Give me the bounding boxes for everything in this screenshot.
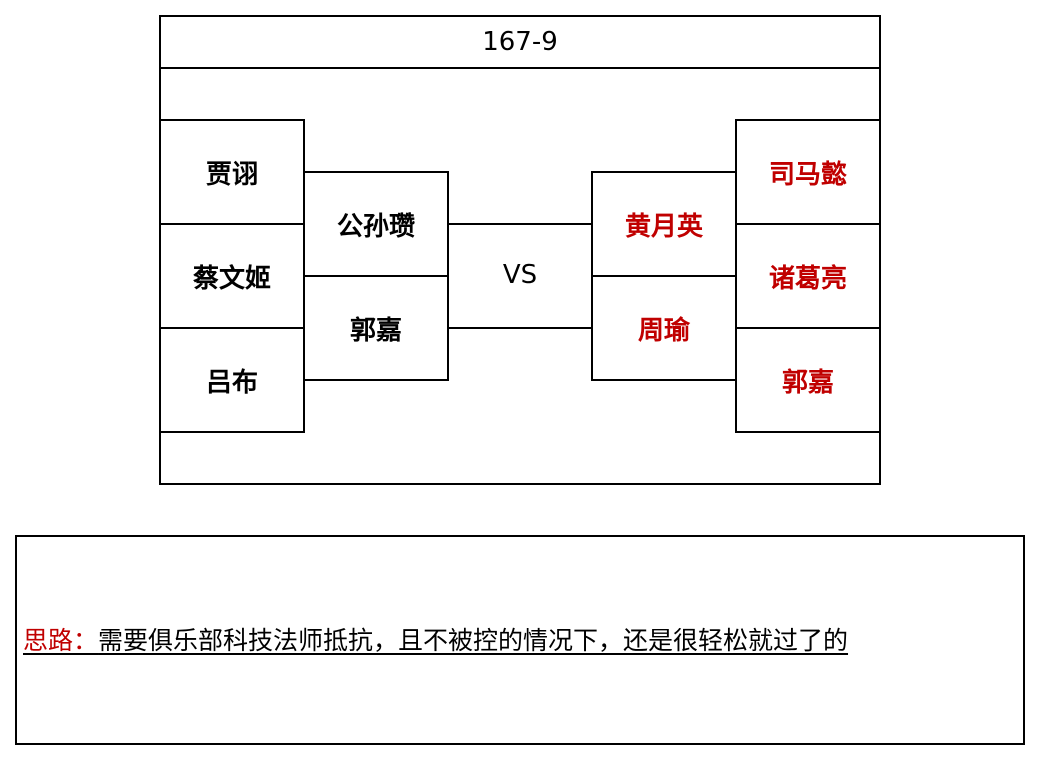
left-outer-hero-3: 吕布	[159, 327, 305, 433]
left-outer-hero-1: 贾诩	[159, 119, 305, 225]
strategy-note: 思路：需要俱乐部科技法师抵抗，且不被控的情况下，还是很轻松就过了的	[23, 621, 848, 657]
connector-line-bottom	[449, 327, 592, 329]
left-inner-hero-1: 公孙瓒	[303, 171, 449, 277]
left-outer-hero-2: 蔡文姬	[159, 223, 305, 329]
right-inner-hero-1: 黄月英	[591, 171, 737, 277]
right-outer-hero-3: 郭嘉	[735, 327, 881, 433]
left-inner-hero-2: 郭嘉	[303, 275, 449, 381]
right-outer-hero-1: 司马懿	[735, 119, 881, 225]
vs-label: VS	[502, 260, 538, 290]
strategy-note-label: 思路：	[23, 626, 99, 655]
strategy-note-text: 需要俱乐部科技法师抵抗，且不被控的情况下，还是很轻松就过了的	[98, 626, 849, 655]
right-inner-hero-2: 周瑜	[591, 275, 737, 381]
strategy-note-box: 思路：需要俱乐部科技法师抵抗，且不被控的情况下，还是很轻松就过了的	[15, 535, 1025, 745]
right-outer-hero-2: 诸葛亮	[735, 223, 881, 329]
stage-title: 167-9	[482, 26, 558, 57]
title-divider	[160, 67, 880, 69]
connector-line-top	[449, 223, 592, 225]
